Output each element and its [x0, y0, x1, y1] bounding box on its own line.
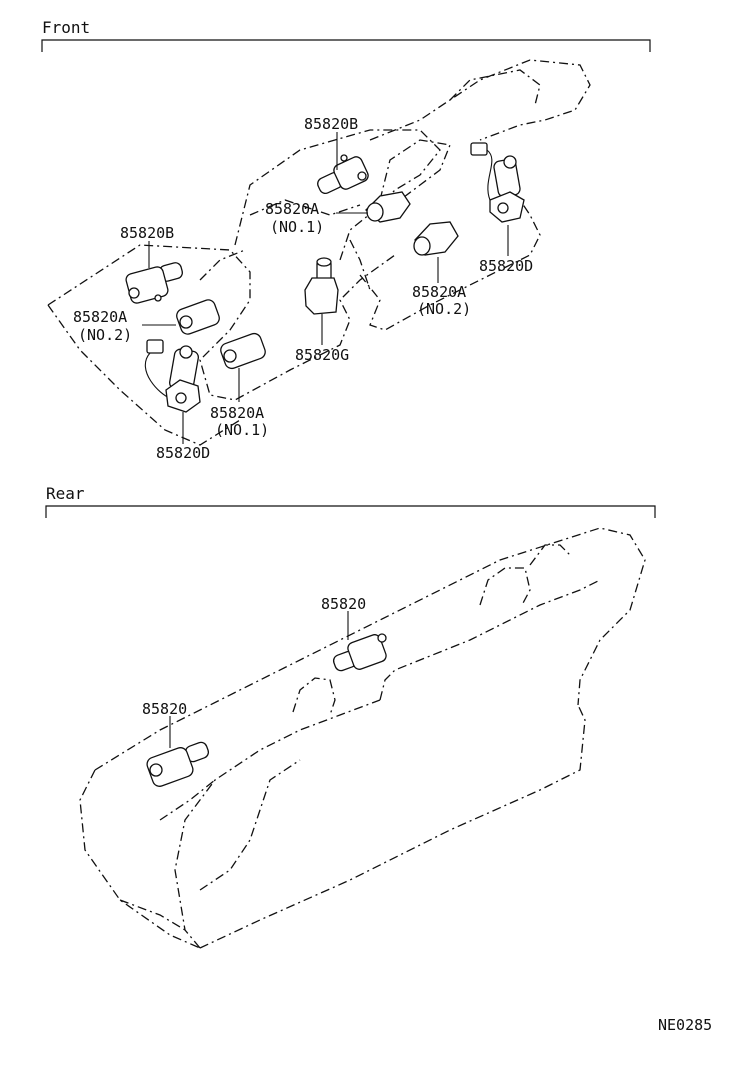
figure-reference: NE0285 — [658, 1016, 712, 1034]
label-85820g: 85820G — [295, 346, 349, 364]
rear-leader-lines — [169, 611, 349, 748]
label-85820a-left-no: (NO.2) — [78, 326, 132, 344]
front-section-bracket — [41, 39, 651, 52]
part-85820a-no2-left — [176, 299, 220, 335]
front-seat-outline — [47, 59, 591, 446]
front-section-title: Front — [42, 18, 90, 37]
rear-section: Rear — [45, 484, 656, 949]
label-85820a-bottom-no: (NO.1) — [215, 421, 269, 439]
label-85820a-right-no: (NO.2) — [417, 300, 471, 318]
rear-seat-outline — [79, 527, 646, 949]
part-85820d-right — [470, 142, 525, 223]
label-85820-rear-upper: 85820 — [321, 595, 366, 613]
part-85820a-no2-right — [413, 221, 459, 256]
label-85820d-bottom: 85820D — [156, 444, 210, 462]
part-85820-rear-upper — [332, 633, 387, 672]
front-section: Front — [41, 18, 651, 462]
label-85820a-bottom: 85820A — [210, 404, 264, 422]
front-leader-lines — [142, 132, 509, 444]
part-85820a-no1-bottom — [220, 332, 266, 370]
label-85820b-top: 85820B — [304, 115, 358, 133]
label-85820a-center-no: (NO.1) — [270, 218, 324, 236]
rear-section-title: Rear — [46, 484, 85, 503]
part-85820b-left — [125, 262, 183, 304]
label-85820-rear-lower: 85820 — [142, 700, 187, 718]
label-85820d-right: 85820D — [479, 257, 533, 275]
label-85820a-center: 85820A — [265, 200, 319, 218]
part-85820b-top — [317, 154, 369, 194]
part-85820-rear-lower — [146, 741, 210, 787]
part-85820d-left — [144, 339, 201, 413]
label-85820b-left: 85820B — [120, 224, 174, 242]
part-85820g — [304, 257, 339, 315]
label-85820a-left: 85820A — [73, 308, 127, 326]
label-85820a-right: 85820A — [412, 283, 466, 301]
rear-section-bracket — [45, 505, 656, 518]
part-85820a-no1-center — [365, 191, 411, 223]
